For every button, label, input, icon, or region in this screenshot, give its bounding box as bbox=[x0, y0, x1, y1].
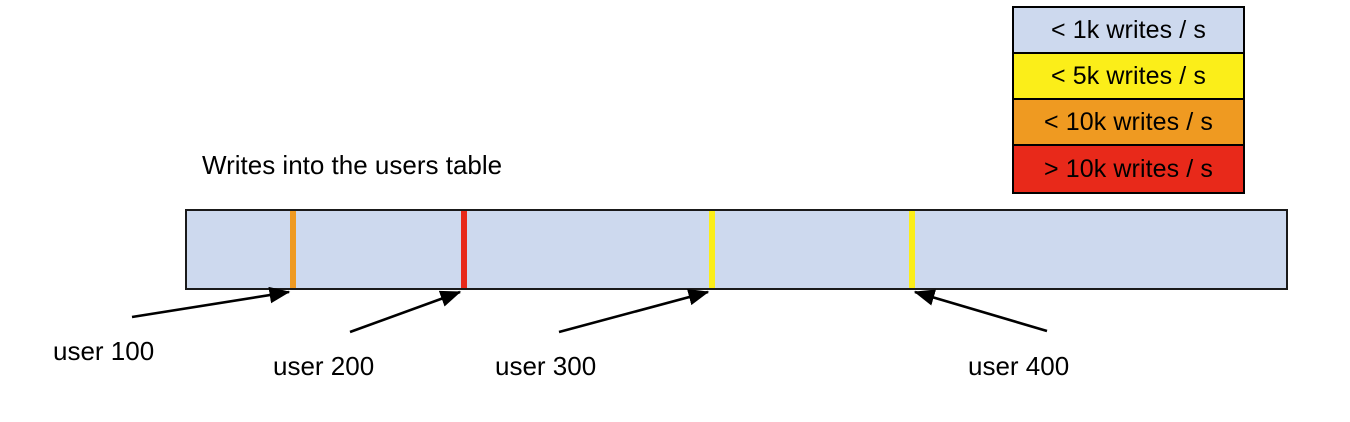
user-100-stripe bbox=[290, 211, 296, 288]
users-table-range-bar bbox=[185, 209, 1288, 290]
user-400-stripe bbox=[909, 211, 915, 288]
arrow-user-300 bbox=[558, 289, 710, 334]
label-user-300: user 300 bbox=[495, 351, 597, 381]
legend-item-label: < 5k writes / s bbox=[1050, 61, 1206, 90]
legend-item-gt-10k: > 10k writes / s bbox=[1014, 146, 1243, 192]
legend-item-label: < 10k writes / s bbox=[1043, 107, 1214, 136]
user-200-stripe bbox=[461, 211, 467, 288]
legend-item-label: < 1k writes / s bbox=[1050, 15, 1206, 44]
arrow-user-200 bbox=[349, 290, 462, 334]
legend-item-label: > 10k writes / s bbox=[1043, 154, 1214, 183]
legend-item-lt-5k: < 5k writes / s bbox=[1014, 54, 1243, 100]
arrow-user-100 bbox=[131, 286, 291, 319]
user-300-stripe bbox=[709, 211, 715, 288]
legend-item-lt-10k: < 10k writes / s bbox=[1014, 100, 1243, 146]
legend: < 1k writes / s < 5k writes / s < 10k wr… bbox=[1012, 6, 1245, 194]
label-user-200: user 200 bbox=[273, 351, 375, 381]
legend-item-lt-1k: < 1k writes / s bbox=[1014, 8, 1243, 54]
arrow-user-400 bbox=[913, 289, 1048, 333]
label-user-100: user 100 bbox=[53, 336, 155, 366]
chart-title: Writes into the users table bbox=[202, 150, 503, 180]
label-user-400: user 400 bbox=[968, 351, 1070, 381]
